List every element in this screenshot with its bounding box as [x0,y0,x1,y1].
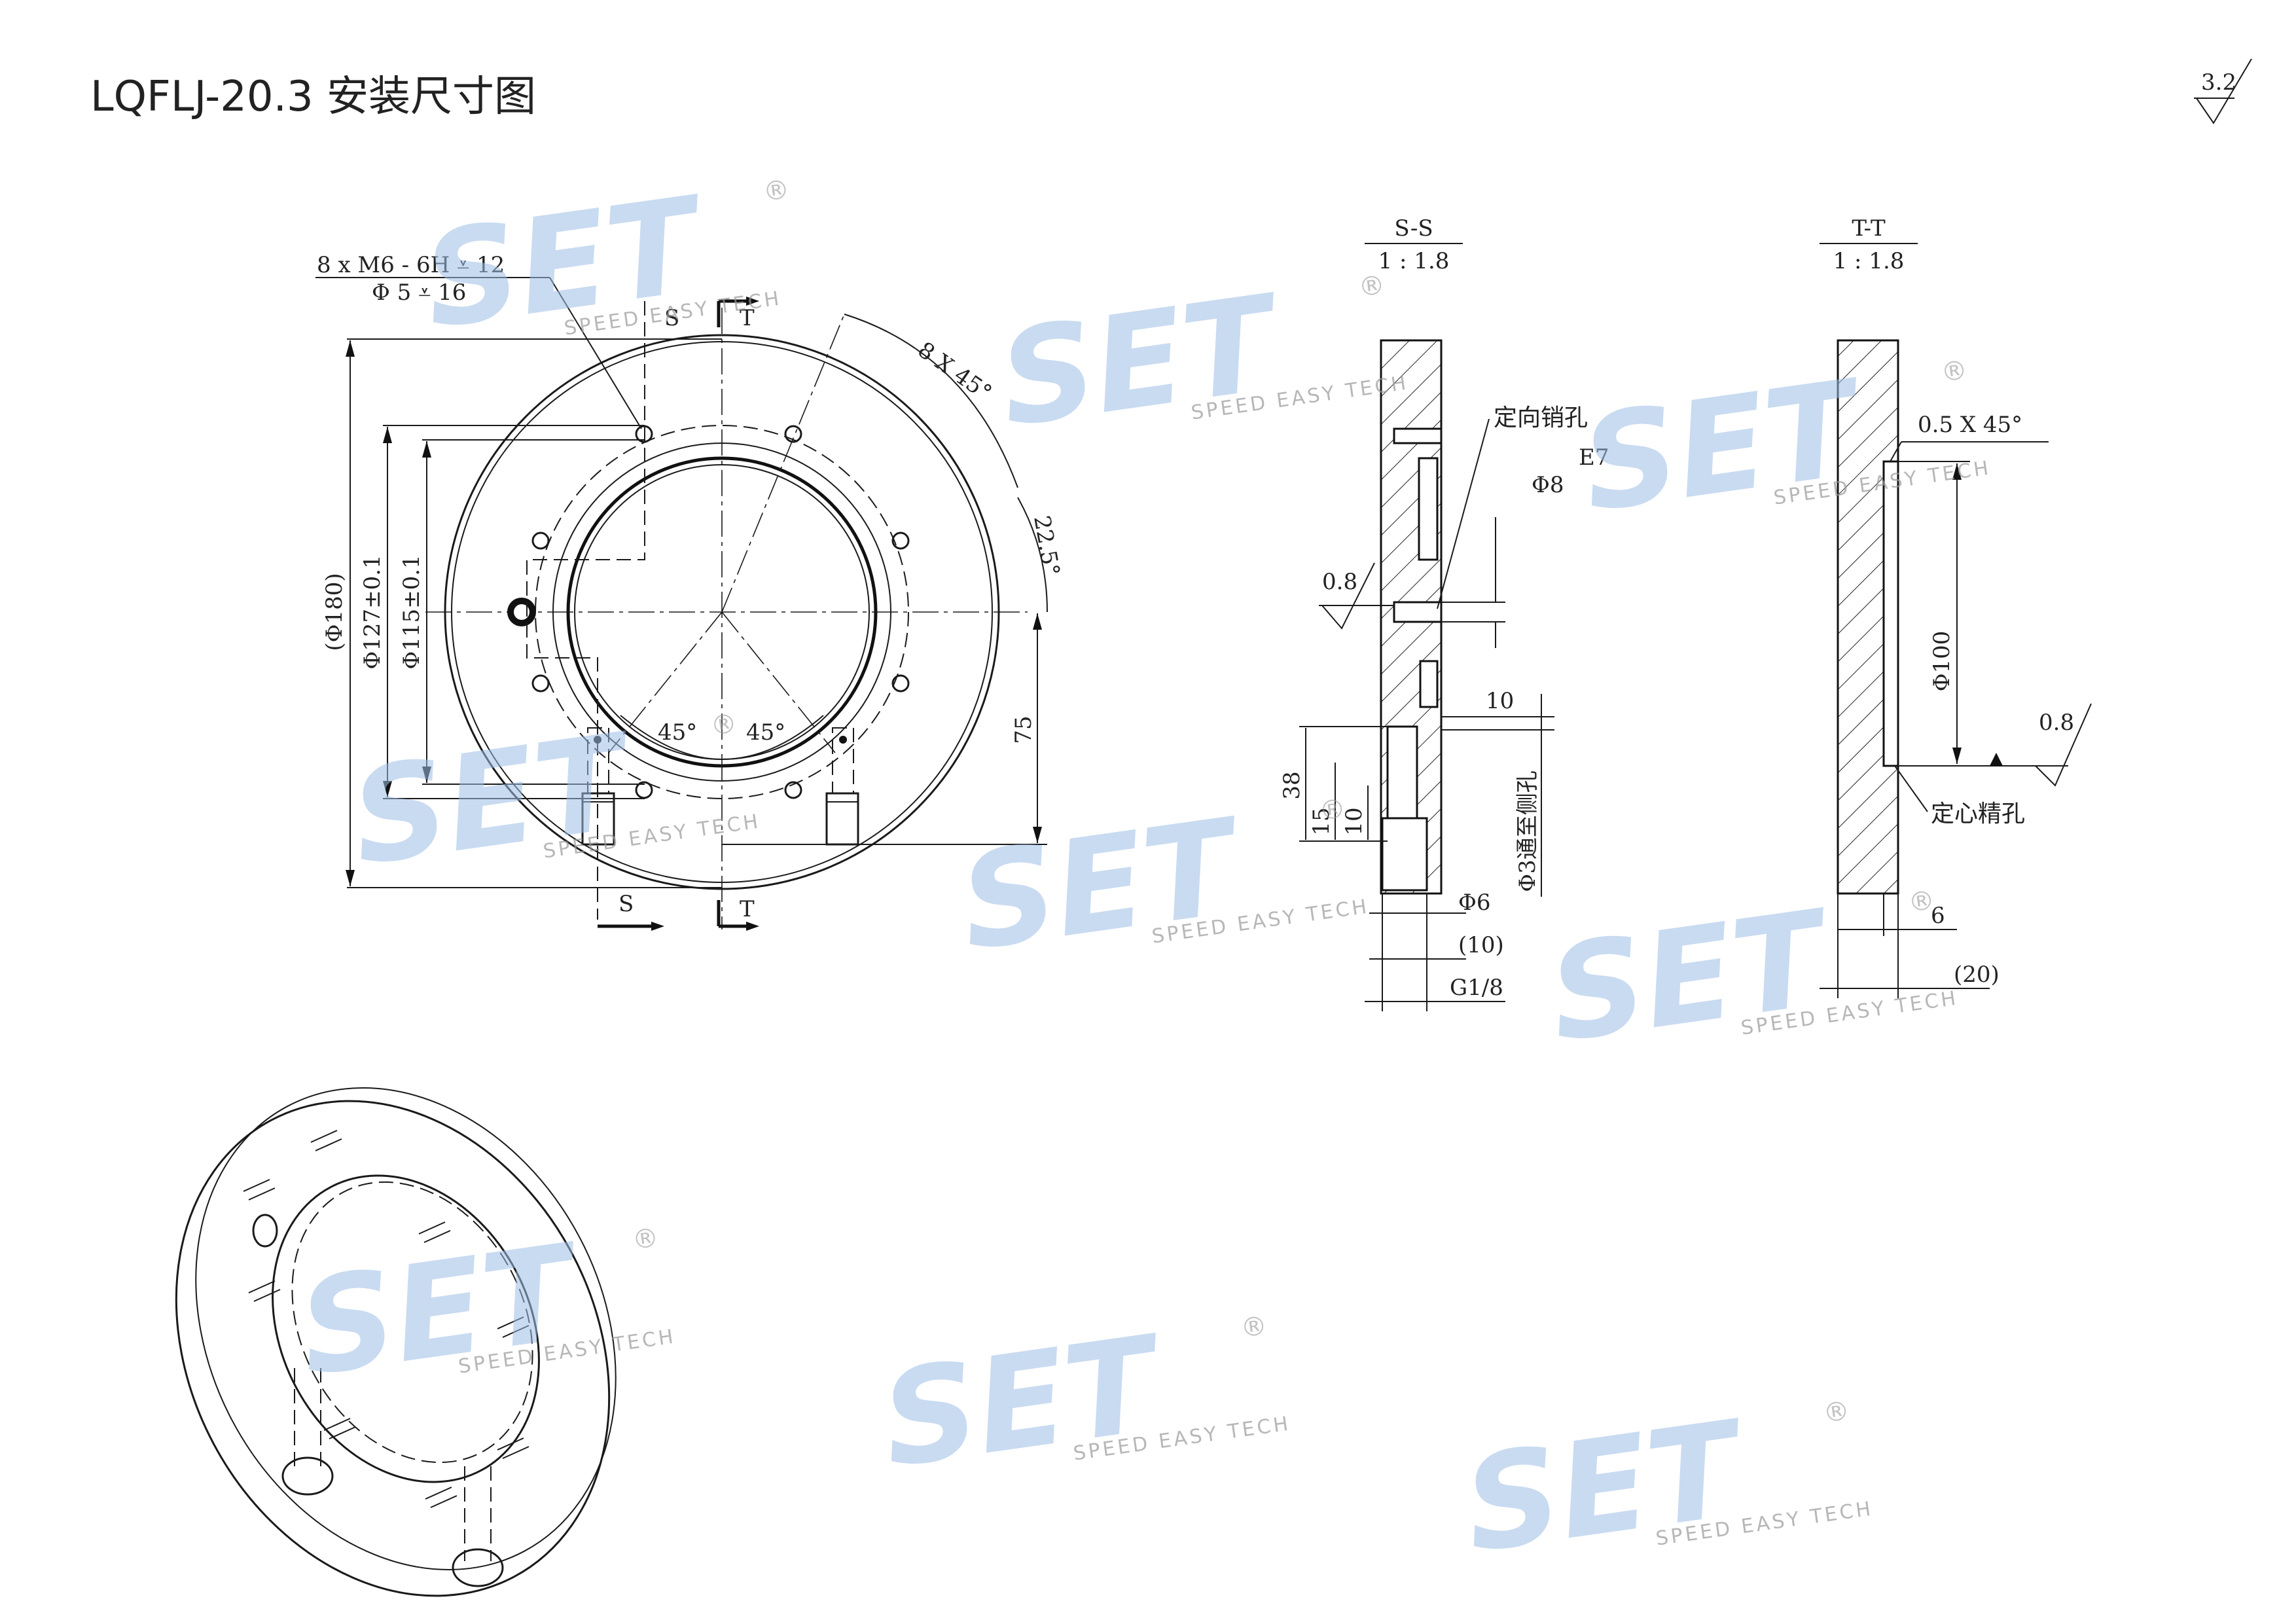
bolt-hole [531,674,550,693]
dim-15: 15 [1308,807,1335,835]
chamfer-label: 0.5 X 45° [1918,412,2022,438]
watermarks: SET SPEED EASY TECH ® SET SPEED EASY TEC… [291,168,1992,1583]
watermark: SET SPEED EASY TECH ® [1573,352,1992,542]
bolt-hole [784,425,802,443]
bolt-circle [535,425,909,799]
section-label-s-bottom: S [619,891,634,917]
svg-text:SET: SET [1541,882,1841,1072]
svg-text:SET: SET [1456,1392,1756,1583]
angle-45-right: 45° [746,719,785,746]
dim-phi6: Φ6 [1458,890,1491,916]
svg-text:SET: SET [291,1216,591,1406]
roughness-symbol-general: 3.2 [2194,58,2252,124]
dim-6: 6 [1931,903,1945,929]
section-ss-title: S-S [1394,215,1433,242]
angle-holes-label: 8 X 45° [913,337,997,406]
section-tt-title: T-T [1852,215,1886,242]
svg-text:®: ® [1357,270,1387,303]
dim-pcd: Φ127±0.1 [359,554,386,669]
svg-text:SET: SET [343,705,643,895]
angle-offset-label: 22.5° [1028,514,1064,578]
watermark: SET SPEED EASY TECH ® [343,705,762,895]
dim-outer: (Φ180) [321,573,348,651]
watermark: SET SPEED EASY TECH ® [291,1216,677,1406]
dim-20-ref: (20) [1954,962,2000,988]
section-tt-scale: 1 : 1.8 [1833,248,1905,274]
dim-inner: Φ115±0.1 [399,554,425,669]
pin-tolerance: E7 [1579,444,1609,471]
watermark: SET SPEED EASY TECH ® [873,1307,1292,1498]
roughness-tt: 0.8 [2039,710,2074,736]
watermark: SET SPEED EASY TECH ® [991,266,1410,457]
hole-callout-line1: 8 x M6 - 6H ⩡ 12 [317,252,505,278]
section-tt: T-T 1 : 1.8 0.5 X 45° Φ100 0.8 定心精孔 6 (2… [1820,215,2092,998]
svg-text:®: ® [761,174,791,208]
front-view: T T S S 45° 45° 8 X 45° 22.5° 8 x M6 [315,252,1065,931]
section-label-t-top: T [740,305,755,331]
dim-height: 75 [1011,715,1037,744]
watermark: SET SPEED EASY TECH ® [952,790,1371,981]
pin-diameter: Φ8 [1532,472,1564,498]
bolt-hole [531,532,550,550]
dim-phi100: Φ100 [1929,631,1955,692]
angle-45-left: 45° [658,719,697,746]
dim-10-ref: (10) [1458,932,1504,958]
svg-text:®: ® [1939,355,1969,388]
svg-text:®: ® [630,1223,660,1256]
side-hole-label: Φ3通至侧孔 [1515,770,1541,892]
page-title: LQFLJ-20.3 安装尺寸图 [90,73,537,121]
pin-hole-right [825,727,859,846]
dim-thread: G1/8 [1450,975,1503,1001]
bolt-hole [891,532,910,550]
label-pin-hole: 定向销孔 [1494,405,1588,431]
hole-callout-line2: Φ 5 ⩡ 16 [372,280,466,306]
roughness-ss: 0.8 [1322,569,1357,595]
pin-hole-left [581,727,615,846]
svg-text:®: ® [709,708,739,742]
section-ss-scale: 1 : 1.8 [1378,248,1450,274]
dim-38: 38 [1279,771,1305,799]
section-ss: S-S 1 : 1.8 定向销孔 Φ8 E7 0.8 10 Φ3通至侧孔 [1279,215,1609,1011]
svg-text:SET: SET [952,790,1252,981]
label-center-bore: 定心精孔 [1931,801,2025,827]
svg-text:®: ® [1821,1396,1852,1429]
watermark: SET SPEED EASY TECH ® [1456,1392,1874,1583]
section-label-s-top: S [664,305,679,331]
svg-text:SET: SET [1573,352,1874,542]
svg-text:SET: SET [873,1307,1174,1498]
svg-text:SET: SET [991,266,1291,457]
svg-text:®: ® [1239,1310,1269,1344]
dim-10b: 10 [1341,807,1367,835]
svg-text:®: ® [1907,885,1937,918]
isometric-view [175,1087,617,1597]
bolt-hole [784,781,802,799]
roughness-value: 3.2 [2201,69,2236,96]
bolt-hole [891,674,910,693]
section-label-t-bottom: T [740,896,755,922]
svg-text:®: ® [1318,793,1348,827]
dim-10-ss: 10 [1486,688,1514,714]
